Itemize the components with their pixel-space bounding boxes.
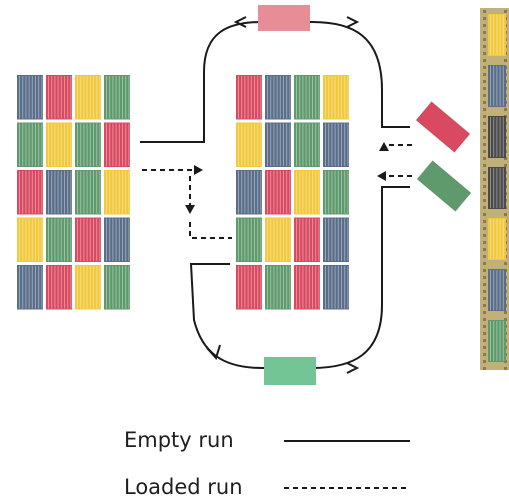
container [46,170,72,215]
arrowhead-right [194,165,203,175]
container [294,217,320,262]
container-yard-middle [236,75,349,310]
container [323,170,349,215]
empty-run-top-path [140,21,410,143]
container [236,217,262,262]
container [75,265,101,310]
vehicle-red [415,101,471,153]
container [46,122,72,167]
container [236,170,262,215]
container [323,217,349,262]
container [17,217,43,262]
container [46,75,72,120]
loaded-run-arrowheads [185,142,389,214]
container [265,217,291,262]
container [294,75,320,120]
ship-container [488,320,506,362]
container [75,170,101,215]
container [104,75,130,120]
container [104,170,130,215]
arrow-bottom-left [206,344,221,360]
arrow-top-right [346,16,360,28]
container [17,170,43,215]
container [236,75,262,120]
arrowhead-down [185,205,195,214]
container [323,265,349,310]
arrowhead-left [377,171,386,181]
container [323,75,349,120]
container [17,265,43,310]
container [265,170,291,215]
container-yard-left [17,75,130,310]
container [104,217,130,262]
container [236,122,262,167]
container [75,122,101,167]
ship-bay [480,8,509,370]
container [46,217,72,262]
vehicle-green [416,160,472,212]
container [265,75,291,120]
container [104,122,130,167]
container [294,122,320,167]
loaded-run-right-path [383,144,412,148]
ship-container [488,65,506,107]
ship-container [488,167,506,209]
container [265,122,291,167]
crane-top [258,5,310,31]
container [265,265,291,310]
ship-container [488,269,506,311]
arrowhead-up [379,142,389,151]
container [46,265,72,310]
loaded-run-to-yard-path [189,222,232,239]
legend-loaded-run-label: Loaded run [124,475,243,499]
container [104,265,130,310]
container [75,75,101,120]
arrow-top-left [233,16,247,28]
container [17,75,43,120]
crane-bottom [264,357,316,385]
container [75,217,101,262]
ship-container [488,14,506,56]
vehicles [415,101,472,212]
ship-container [488,116,506,158]
ship-container [488,218,506,260]
container [323,122,349,167]
legend-empty-run-label: Empty run [124,428,234,452]
container [236,265,262,310]
container [294,265,320,310]
container [17,122,43,167]
container [294,170,320,215]
arrow-bottom-right [346,362,360,374]
